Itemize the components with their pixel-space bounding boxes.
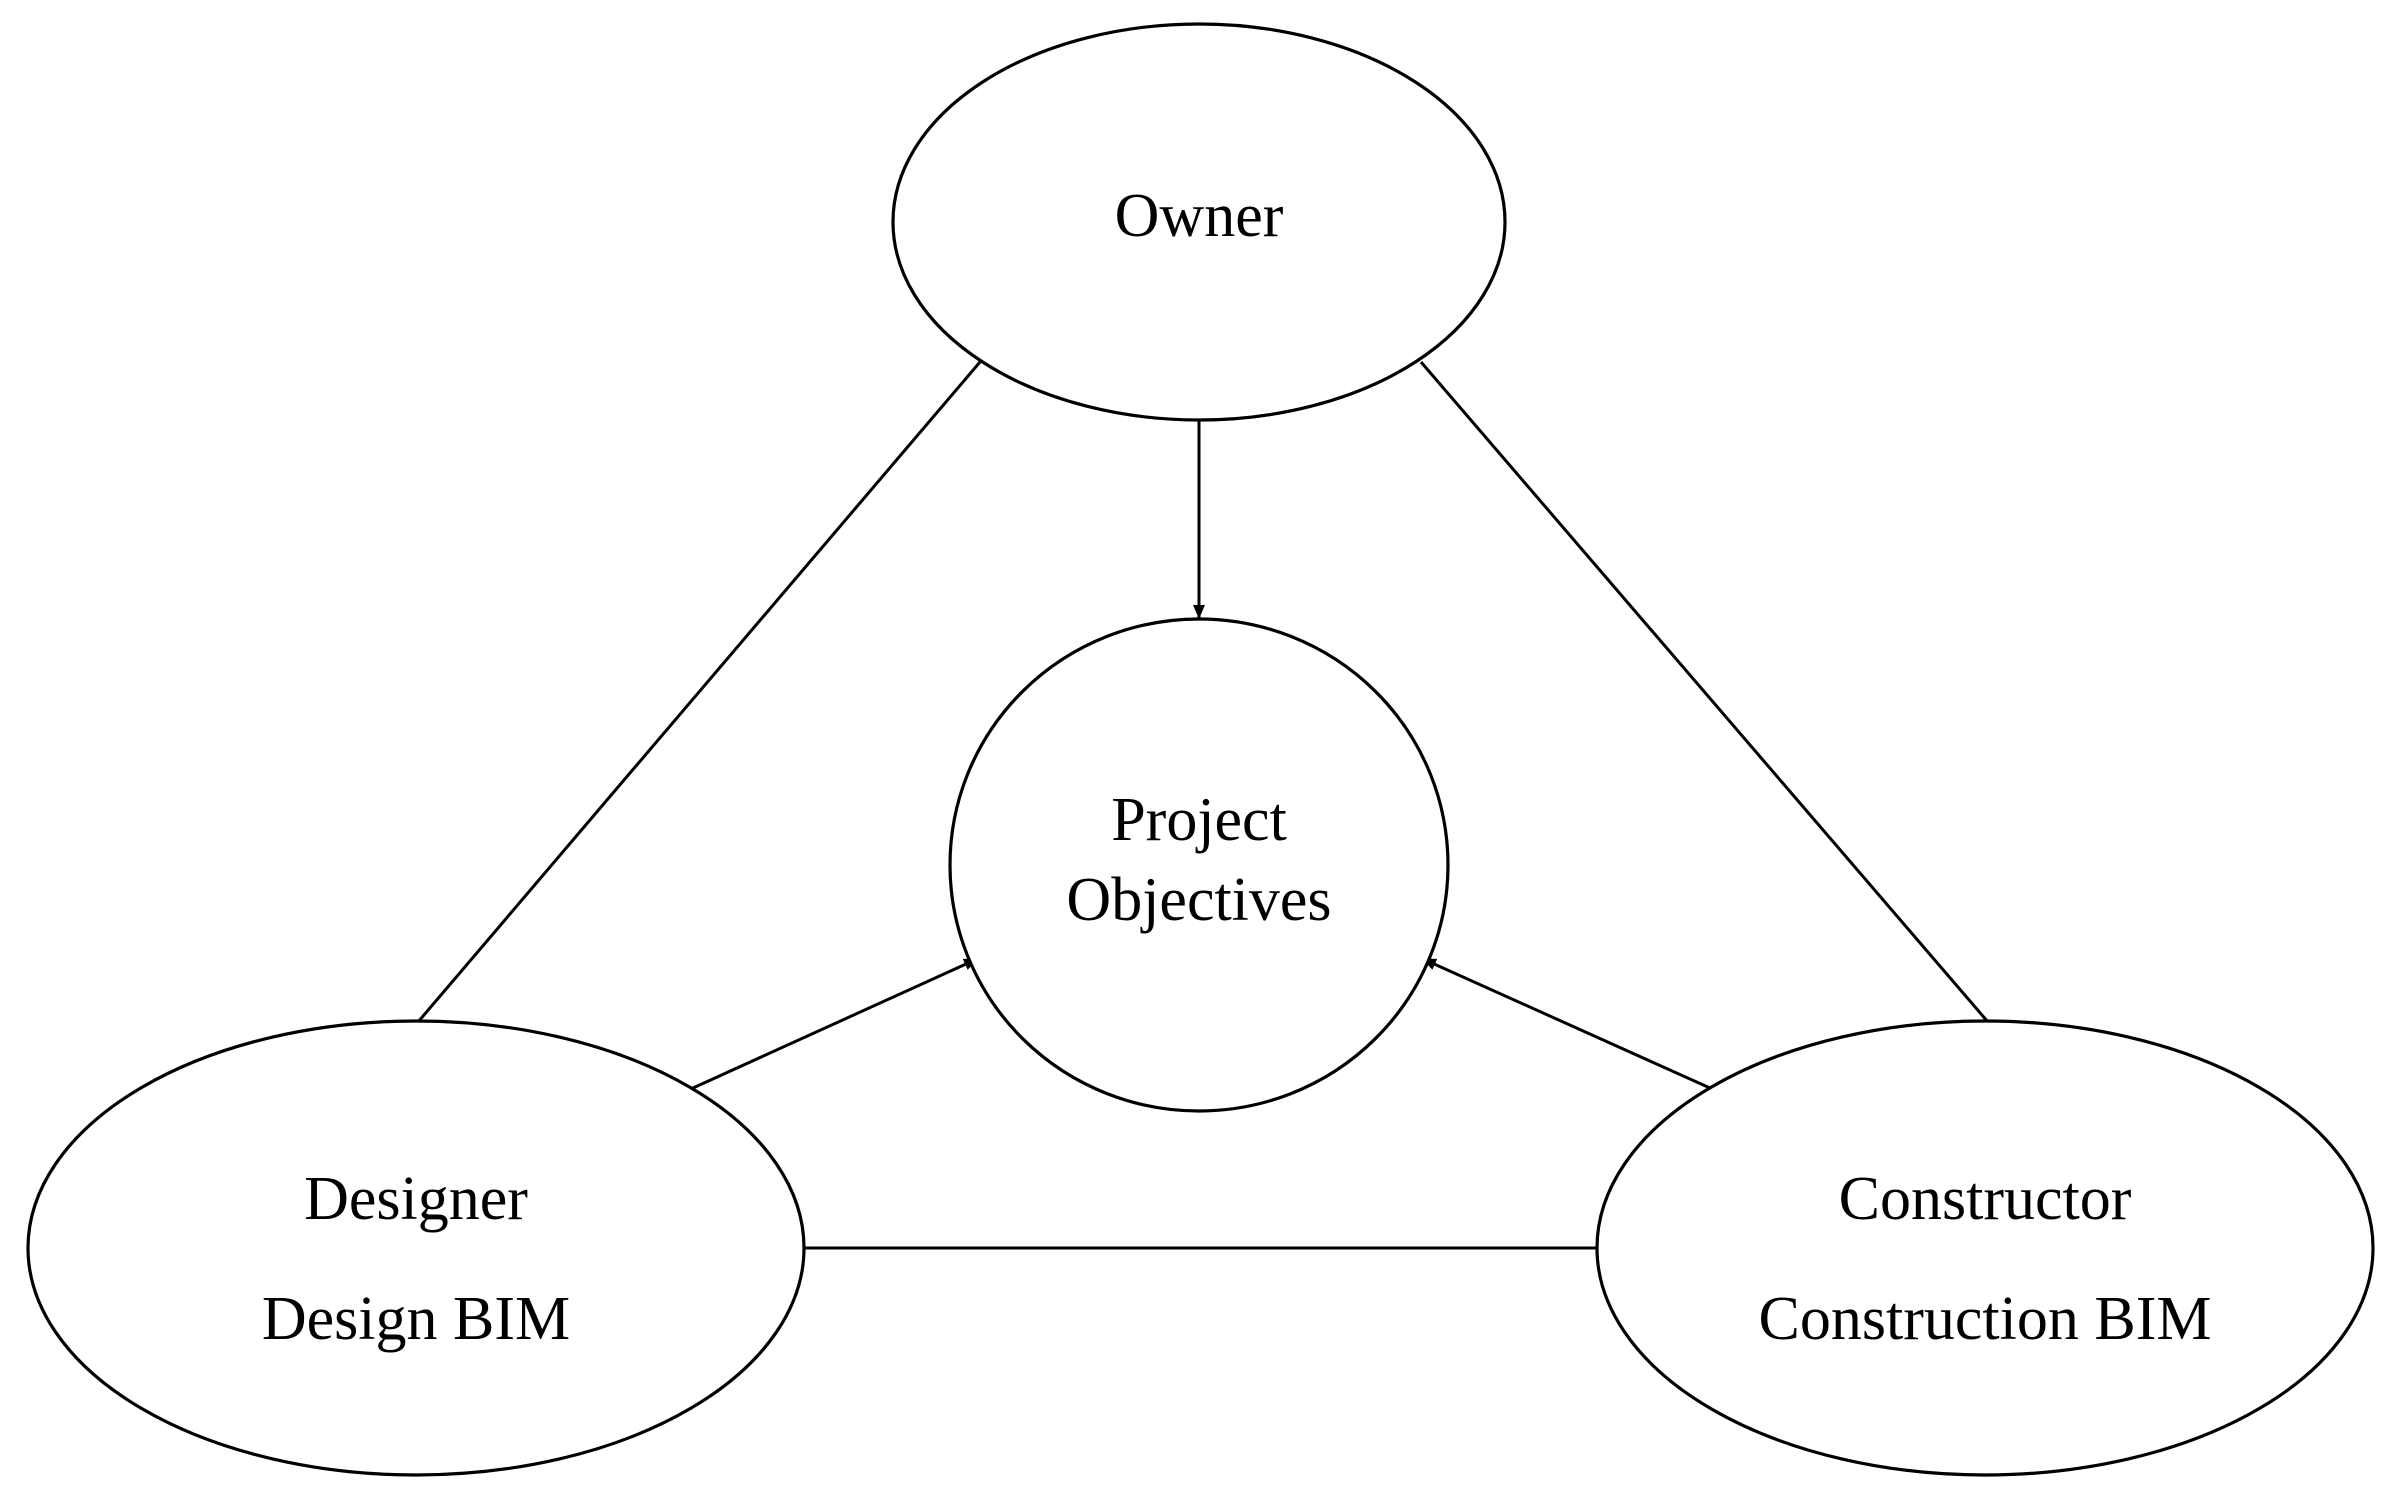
node-owner: Owner — [891, 22, 1507, 422]
constructor-label-line1: Constructor — [1839, 1165, 2132, 1233]
constructor-ellipse — [1595, 1019, 2375, 1477]
edge-owner-designer — [416, 361, 982, 1023]
owner-ellipse — [891, 22, 1507, 422]
objectives-label-line2: Objectives — [1066, 866, 1331, 934]
objectives-circle — [948, 617, 1450, 1113]
arrow-designer-to-objectives — [692, 957, 978, 1090]
constructor-label-line2: Construction BIM — [1759, 1285, 2212, 1353]
owner-label: Owner — [1115, 182, 1284, 250]
arrow-constructor-to-objectives — [1422, 957, 1711, 1090]
node-designer: Designer Design BIM — [26, 1019, 806, 1477]
designer-label-line1: Designer — [304, 1165, 528, 1233]
objectives-label-line1: Project — [1111, 786, 1287, 854]
designer-ellipse — [26, 1019, 806, 1477]
node-constructor: Constructor Construction BIM — [1595, 1019, 2375, 1477]
edge-owner-constructor — [1419, 361, 1990, 1023]
node-project-objectives: Project Objectives — [948, 617, 1450, 1113]
designer-label-line2: Design BIM — [262, 1285, 570, 1353]
